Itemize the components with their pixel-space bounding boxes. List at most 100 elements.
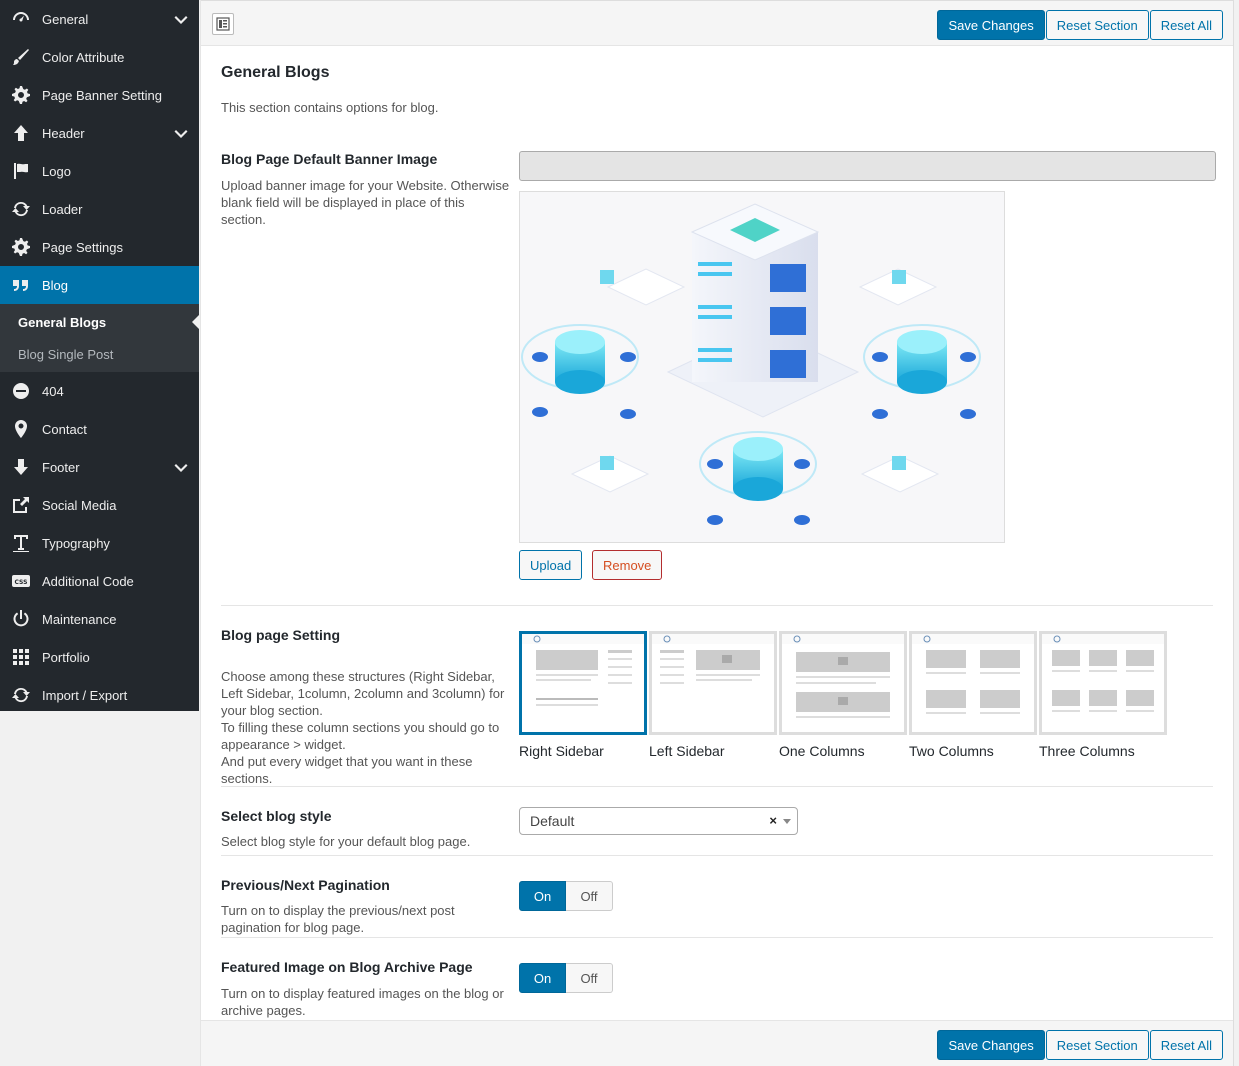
sidebar-item-label: Blog <box>42 277 69 293</box>
clear-selection-icon[interactable]: × <box>769 813 777 828</box>
sidebar-item-label: Header <box>42 125 85 141</box>
sidebar-item-portfolio[interactable]: Portfolio <box>0 638 199 676</box>
pagination-description: Turn on to display the previous/next pos… <box>221 903 455 935</box>
sidebar-item-page-settings[interactable]: Page Settings <box>0 228 199 266</box>
banner-field-description: Upload banner image for your Website. Ot… <box>221 178 510 227</box>
layout-option-label: Left Sidebar <box>649 743 725 759</box>
blog-setting-title: Blog page Setting <box>221 627 340 643</box>
sidebar-item-page-banner-setting[interactable]: Page Banner Setting <box>0 76 199 114</box>
top-button-group: Save Changes Reset Section Reset All <box>937 10 1223 40</box>
gear-icon <box>11 237 31 257</box>
section-description: This section contains options for blog. <box>221 100 439 115</box>
sidebar-item-import-export[interactable]: Import / Export <box>0 676 199 714</box>
share-icon <box>11 495 31 515</box>
divider <box>221 605 1213 606</box>
blog-layout-options: Right Sidebar Left Sidebar One Columns T… <box>519 631 1169 763</box>
sidebar-item-typography[interactable]: Typography <box>0 524 199 562</box>
blog-setting-desc-line: To filling these column sections you sho… <box>221 720 500 752</box>
sidebar-item-blog[interactable]: Blog <box>0 266 199 304</box>
pagination-on-button[interactable]: On <box>519 881 566 911</box>
admin-sidebar: General Color Attribute Page Banner Sett… <box>0 0 199 711</box>
sidebar-item-additional-code[interactable]: CSS Additional Code <box>0 562 199 600</box>
layout-option-label: Right Sidebar <box>519 743 604 759</box>
blog-setting-description: Choose among these structures (Right Sid… <box>221 668 511 787</box>
css-icon: CSS <box>11 571 31 591</box>
divider <box>221 786 1213 787</box>
layout-option-right-sidebar[interactable]: Right Sidebar <box>519 631 649 763</box>
top-toolbar: Save Changes Reset Section Reset All <box>201 0 1233 46</box>
layout-option-three-columns[interactable]: Three Columns <box>1039 631 1169 763</box>
sidebar-item-color-attribute[interactable]: Color Attribute <box>0 38 199 76</box>
chevron-down-icon[interactable] <box>174 126 188 140</box>
blog-style-title: Select blog style <box>221 808 332 824</box>
submenu-item-blog-single-post[interactable]: Blog Single Post <box>18 346 114 362</box>
save-changes-button[interactable]: Save Changes <box>937 10 1045 40</box>
blog-submenu: General Blogs Blog Single Post <box>0 304 199 372</box>
chevron-down-icon[interactable] <box>174 460 188 474</box>
sidebar-item-label: Import / Export <box>42 687 128 703</box>
chevron-down-icon[interactable] <box>174 12 188 26</box>
sidebar-item-label: 404 <box>42 383 64 399</box>
sidebar-item-404[interactable]: 404 <box>0 372 199 410</box>
layout-thumbnail <box>779 631 907 735</box>
featured-off-button[interactable]: Off <box>566 963 613 993</box>
pagination-off-button[interactable]: Off <box>566 881 613 911</box>
sidebar-item-label: Maintenance <box>42 611 117 627</box>
blog-style-select[interactable]: Default × <box>519 807 798 835</box>
blog-setting-desc-line: Choose among these structures (Right Sid… <box>221 669 505 718</box>
banner-url-input[interactable] <box>519 151 1216 181</box>
sidebar-item-label: Footer <box>42 459 80 475</box>
sidebar-item-label: Loader <box>42 201 83 217</box>
sidebar-item-social-media[interactable]: Social Media <box>0 486 199 524</box>
sidebar-item-label: Page Banner Setting <box>42 87 162 103</box>
section-content: General Blogs This section contains opti… <box>201 47 1233 1020</box>
sidebar-item-logo[interactable]: Logo <box>0 152 199 190</box>
sidebar-item-footer[interactable]: Footer <box>0 448 199 486</box>
blog-setting-desc-line: And put every widget that you want in th… <box>221 754 473 786</box>
sidebar-item-header[interactable]: Header <box>0 114 199 152</box>
reset-section-button[interactable]: Reset Section <box>1045 1030 1149 1060</box>
svg-text:CSS: CSS <box>15 579 28 586</box>
sidebar-item-label: General <box>42 11 89 27</box>
upload-button[interactable]: Upload <box>519 550 583 580</box>
layout-option-two-columns[interactable]: Two Columns <box>909 631 1039 763</box>
remove-button[interactable]: Remove <box>592 550 663 580</box>
featured-toggle: On Off <box>519 963 613 993</box>
blog-style-description: Select blog style for your default blog … <box>221 834 471 849</box>
expand-layout-icon[interactable] <box>212 13 234 35</box>
sidebar-item-general[interactable]: General <box>0 0 199 38</box>
dashboard-gauge-icon <box>11 9 31 29</box>
banner-image-preview <box>519 191 1005 543</box>
sidebar-item-label: Social Media <box>42 497 117 513</box>
brush-icon <box>11 47 31 67</box>
layout-option-left-sidebar[interactable]: Left Sidebar <box>649 631 779 763</box>
save-changes-button[interactable]: Save Changes <box>937 1030 1045 1060</box>
bottom-button-group: Save Changes Reset Section Reset All <box>937 1030 1223 1060</box>
submenu-item-general-blogs[interactable]: General Blogs <box>0 306 199 338</box>
featured-on-button[interactable]: On <box>519 963 566 993</box>
minus-circle-icon <box>11 381 31 401</box>
reset-section-button[interactable]: Reset Section <box>1045 10 1149 40</box>
layout-option-label: Three Columns <box>1039 743 1135 759</box>
featured-description: Turn on to display featured images on th… <box>221 986 504 1018</box>
layout-thumbnail <box>519 631 647 735</box>
sidebar-item-label: Portfolio <box>42 649 90 665</box>
sidebar-item-loader[interactable]: Loader <box>0 190 199 228</box>
server-illustration <box>521 203 981 525</box>
sidebar-item-contact[interactable]: Contact <box>0 410 199 448</box>
dropdown-arrow-icon[interactable] <box>783 819 791 824</box>
layout-option-label: One Columns <box>779 743 865 759</box>
layout-option-one-columns[interactable]: One Columns <box>779 631 909 763</box>
featured-title: Featured Image on Blog Archive Page <box>221 959 473 975</box>
layout-thumbnail <box>1039 631 1167 735</box>
sidebar-item-label: Additional Code <box>42 573 134 589</box>
pagination-title: Previous/Next Pagination <box>221 877 390 893</box>
sidebar-item-maintenance[interactable]: Maintenance <box>0 600 199 638</box>
refresh-icon <box>11 685 31 705</box>
reset-all-button[interactable]: Reset All <box>1149 10 1223 40</box>
layout-option-label: Two Columns <box>909 743 994 759</box>
reset-all-button[interactable]: Reset All <box>1149 1030 1223 1060</box>
power-icon <box>11 609 31 629</box>
layout-thumbnail <box>909 631 1037 735</box>
blog-style-selected-value: Default <box>530 813 575 829</box>
